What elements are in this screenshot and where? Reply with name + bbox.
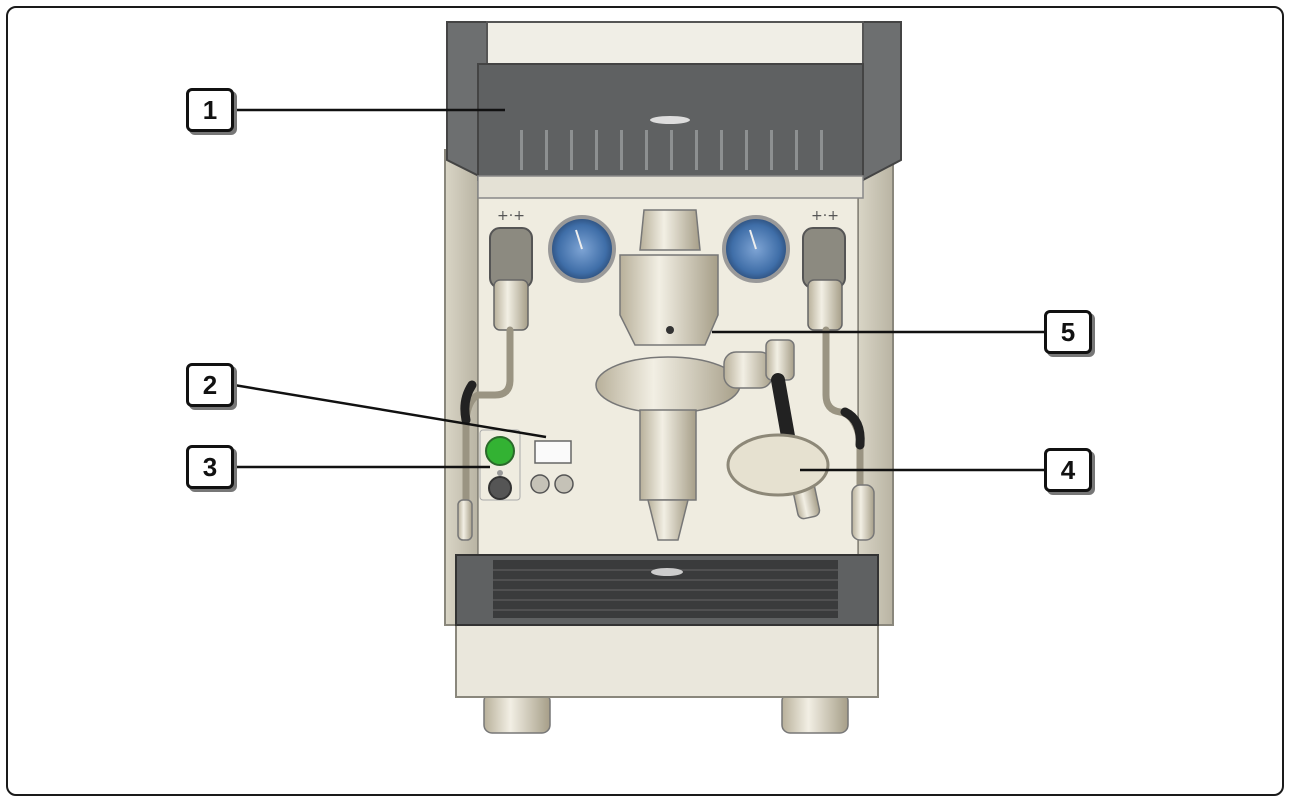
- svg-text:+·+: +·+: [811, 208, 839, 224]
- callout-1: 1: [186, 88, 234, 132]
- logo-badge: [726, 433, 830, 497]
- machine-base: [455, 624, 879, 698]
- callout-3-label: 3: [202, 451, 218, 482]
- callout-3: 3: [186, 445, 234, 489]
- callout-5-label: 5: [1060, 316, 1076, 347]
- control-panel: [479, 429, 574, 501]
- callout-leader-lines: [233, 108, 1044, 472]
- callout-2-label: 2: [202, 369, 218, 400]
- callout-4: 4: [1044, 448, 1092, 492]
- steam-valves: +·+ +·+: [489, 208, 846, 331]
- callout-2: 2: [186, 363, 234, 407]
- pressure-gauges: [548, 215, 790, 283]
- callout-1-label: 1: [202, 94, 218, 125]
- brew-group-head: [595, 209, 773, 541]
- svg-text:+·+: +·+: [497, 208, 525, 224]
- callout-4-label: 4: [1060, 454, 1076, 485]
- machine-feet: [483, 692, 849, 734]
- drip-tray: [455, 554, 879, 626]
- callout-5: 5: [1044, 310, 1092, 354]
- steam-wands: [457, 326, 875, 541]
- cup-warmer-top: [446, 21, 902, 199]
